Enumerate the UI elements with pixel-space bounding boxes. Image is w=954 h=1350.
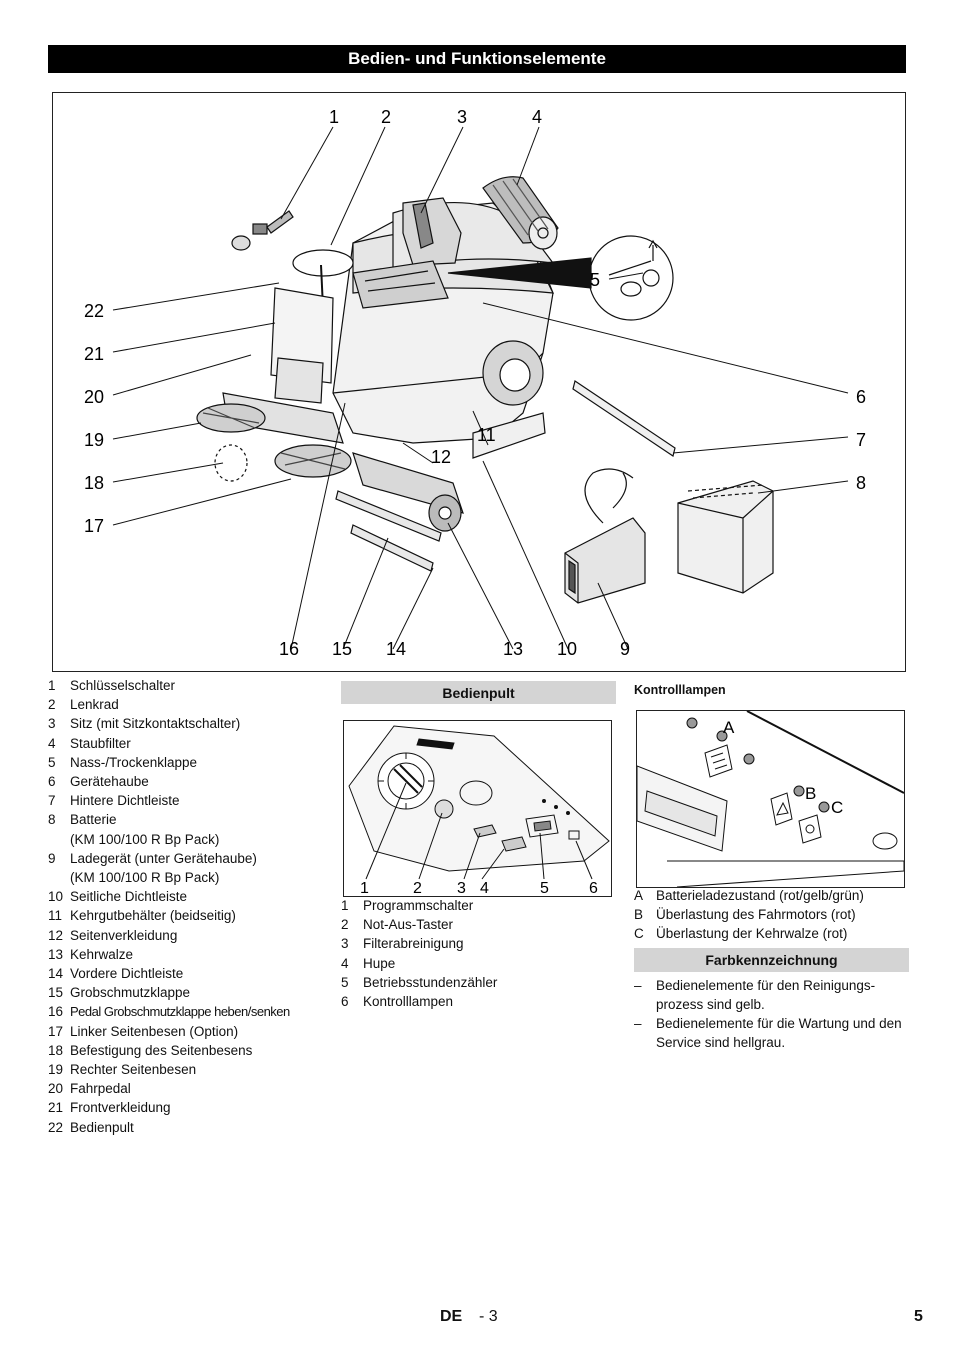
footer-language: DE: [440, 1308, 463, 1325]
list-item: –Bedienelemente für den Reinigungs-proze…: [634, 978, 876, 1012]
panel-callout-3: 3: [457, 880, 466, 896]
callout-10: 10: [557, 639, 577, 659]
indicator-lamps-drawing: A B C: [636, 710, 905, 888]
lamp-callout-b: B: [805, 784, 816, 803]
panel-callout-6: 6: [589, 880, 598, 896]
callout-9: 9: [620, 639, 630, 659]
callout-22: 22: [84, 301, 104, 321]
control-panel-drawing: 1 2 3 4 5 6: [348, 725, 610, 897]
kontrolllampen-heading: Kontrolllampen: [634, 683, 726, 697]
callout-12: 12: [431, 447, 451, 467]
machine-overview-figure: 1 2 3 4 5 6 7 8 9 10 11 12 13 14 15 16 1…: [52, 92, 906, 672]
callout-17: 17: [84, 516, 104, 536]
callout-19: 19: [84, 430, 104, 450]
panel-callout-4: 4: [480, 880, 489, 896]
color-coding-list: –Bedienelemente für den Reinigungs-proze…: [634, 976, 904, 1052]
bedienpult-heading: Bedienpult: [341, 681, 616, 704]
callout-21: 21: [84, 344, 104, 364]
panel-callout-1: 1: [360, 880, 369, 896]
panel-callout-5: 5: [540, 880, 549, 896]
figure-callouts: 1 2 3 4 5 6 7 8 9 10 11 12 13 14 15 16 1…: [84, 107, 866, 659]
callout-2: 2: [381, 107, 391, 127]
callout-13: 13: [503, 639, 523, 659]
kontrolllampen-figure: A B C: [636, 710, 905, 888]
panel-callout-2: 2: [413, 880, 422, 896]
callout-7: 7: [856, 430, 866, 450]
footer-section: - 3: [479, 1308, 498, 1325]
machine-drawing: 1 2 3 4 5 6 7 8 9 10 11 12 13 14 15 16 1…: [84, 107, 866, 659]
callout-6: 6: [856, 387, 866, 407]
farbkennzeichnung-heading: Farbkennzeichnung: [634, 948, 909, 972]
page-title-text: Bedien- und Funktionselemente: [348, 49, 606, 68]
callout-1: 1: [329, 107, 339, 127]
callout-15: 15: [332, 639, 352, 659]
legend-item-continuation: (KM 100/100 R Bp Pack): [70, 831, 220, 847]
page-title: Bedien- und Funktionselemente: [48, 45, 906, 73]
callout-18: 18: [84, 473, 104, 493]
page-number: 5: [914, 1308, 923, 1325]
list-item: –Bedienelemente für die Wartung und den …: [634, 1016, 902, 1050]
lamp-callout-a: A: [723, 718, 735, 737]
callout-11: 11: [477, 425, 496, 445]
lamp-callout-c: C: [831, 798, 843, 817]
legend-item-continuation: (KM 100/100 R Bp Pack): [70, 870, 220, 886]
callout-14: 14: [386, 639, 406, 659]
bedienpult-figure: 1 2 3 4 5 6: [343, 720, 612, 897]
callout-5: 5: [590, 270, 600, 290]
callout-8: 8: [856, 473, 866, 493]
callout-16: 16: [279, 639, 299, 659]
callout-20: 20: [84, 387, 104, 407]
callout-3: 3: [457, 107, 467, 127]
callout-4: 4: [532, 107, 542, 127]
